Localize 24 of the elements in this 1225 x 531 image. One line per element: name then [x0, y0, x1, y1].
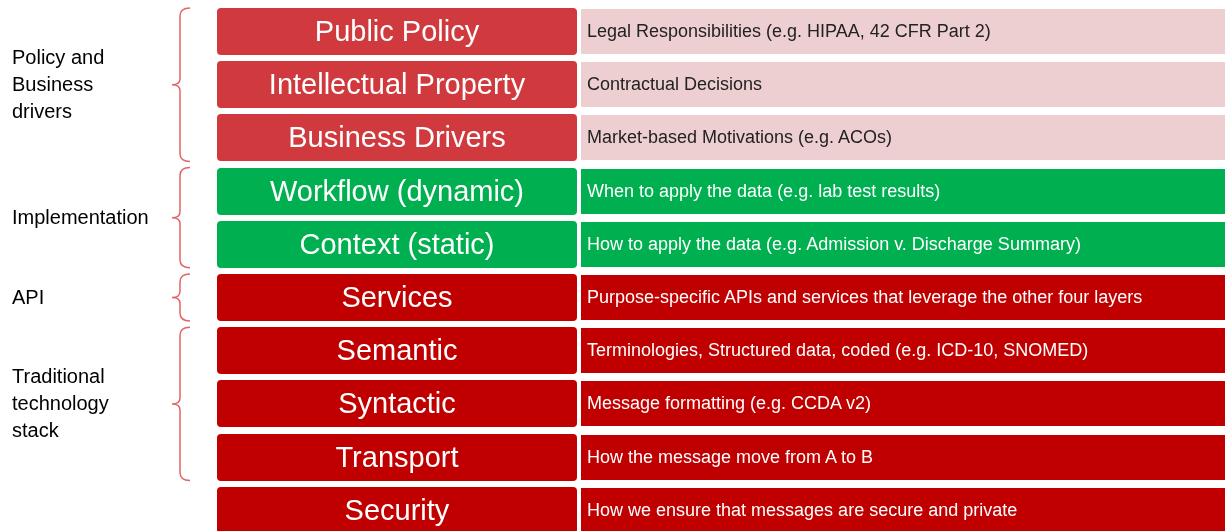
description-box: Terminologies, Structured data, coded (e.g. ICD-10, SNOMED) — [581, 328, 1225, 374]
description-box: How we ensure that messages are secure and private — [581, 487, 1225, 531]
group-label: Traditional technology stack — [12, 364, 110, 444]
description-box: When to apply the data (e.g. lab test results) — [581, 168, 1225, 214]
description-box: How to apply the data (e.g. Admission v. Discharge Summary) — [581, 221, 1225, 267]
layer-box: Services — [217, 274, 577, 321]
layer-box: Syntactic — [217, 380, 577, 428]
group-label: Policy and Business drivers — [12, 45, 106, 125]
group-label: Implementation — [12, 205, 150, 231]
description-box: How the message move from A to B — [581, 434, 1225, 480]
description-box: Contractual Decisions — [581, 62, 1225, 108]
layer-box: Security — [217, 486, 577, 531]
layer-box: Workflow (dynamic) — [217, 167, 577, 215]
description-box: Purpose-specific APIs and services that leverage the other four layers — [581, 275, 1225, 320]
layer-box: Business Drivers — [217, 114, 577, 162]
layer-box: Transport — [217, 433, 577, 481]
layer-box: Semantic — [217, 327, 577, 375]
layer-box: Intellectual Property — [217, 61, 577, 109]
description-box: Legal Responsibilities (e.g. HIPAA, 42 CFR Part 2) — [581, 9, 1225, 54]
description-box: Message formatting (e.g. CCDA v2) — [581, 381, 1225, 427]
description-box: Market-based Motivations (e.g. ACOs) — [581, 115, 1225, 161]
group-label: API — [12, 285, 46, 310]
layer-box: Public Policy — [217, 8, 577, 55]
layer-box: Context (static) — [217, 220, 577, 268]
